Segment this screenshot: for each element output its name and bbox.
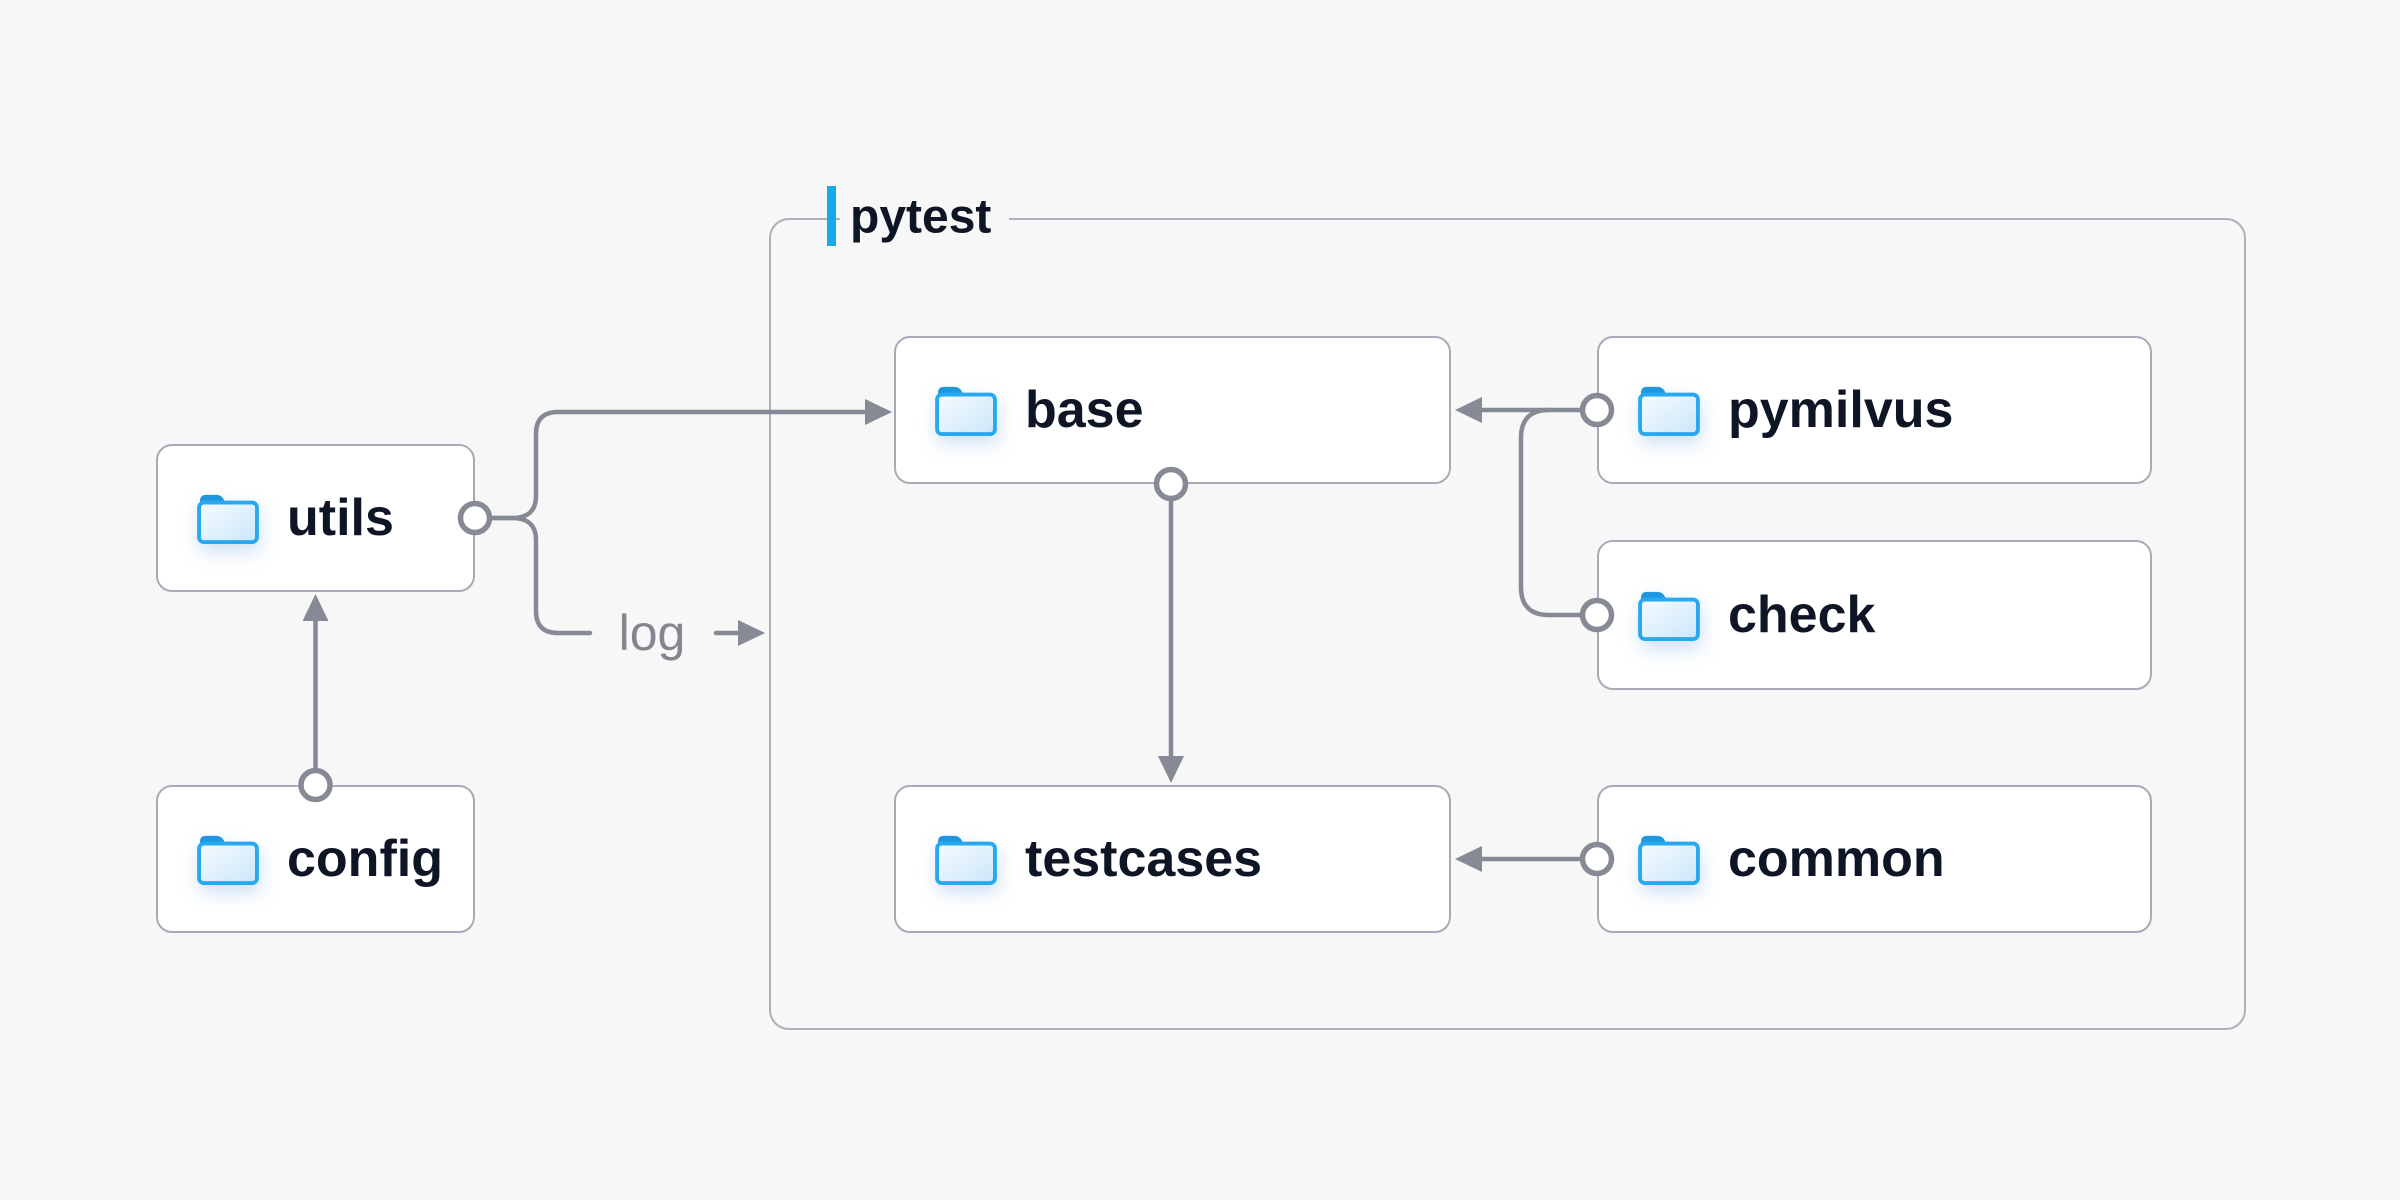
arrowhead-into-container [738,620,765,646]
node-testcases: testcases [894,785,1451,933]
node-utils: utils [156,444,475,592]
node-config: config [156,785,475,933]
node-base: base [894,336,1451,484]
node-common: common [1597,785,2152,933]
node-common-label: common [1728,830,1945,888]
folder-icon [197,494,259,545]
node-base-label: base [1025,381,1144,439]
pytest-container [769,218,2246,1030]
node-utils-label: utils [287,489,394,547]
node-pymilvus-label: pymilvus [1728,381,1954,439]
node-config-label: config [287,830,443,888]
folder-icon [1638,386,1700,437]
edge-label-log: log [608,608,696,658]
accent-bar [827,186,836,246]
node-testcases-label: testcases [1025,830,1263,888]
node-check: check [1597,540,2152,690]
folder-icon [1638,591,1700,642]
node-check-label: check [1728,586,1876,644]
pytest-container-label: pytest [840,187,1010,249]
node-pymilvus: pymilvus [1597,336,2152,484]
folder-icon [935,386,997,437]
folder-icon [1638,835,1700,886]
edge-utils-to-log [490,515,593,636]
folder-icon [935,835,997,886]
folder-icon [197,835,259,886]
arrowhead-into-utils [302,594,329,621]
